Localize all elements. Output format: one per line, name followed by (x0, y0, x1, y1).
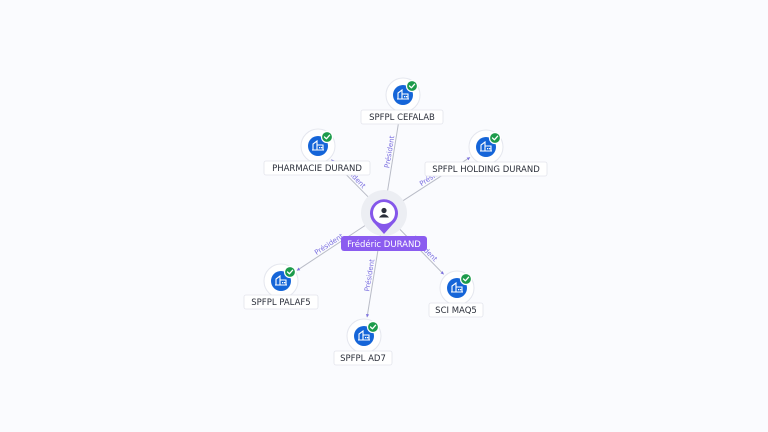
entity-label-text: SPFPL AD7 (340, 354, 386, 364)
edge-label-ad7: Président (363, 258, 376, 292)
verified-check-icon (459, 272, 473, 286)
entity-label-text: SCI MAQ5 (435, 306, 477, 316)
entity-node-pharmacie[interactable]: PHARMACIE DURAND (263, 128, 371, 176)
entity-label-holding: SPFPL HOLDING DURAND (424, 161, 548, 177)
entity-label-text: SPFPL HOLDING DURAND (432, 165, 540, 175)
entity-label-palaf5: SPFPL PALAF5 (243, 294, 319, 310)
entity-label-pharmacie: PHARMACIE DURAND (263, 160, 371, 176)
verified-check-icon (405, 79, 419, 93)
building-icon (312, 139, 324, 151)
edge-arrow-maq5 (440, 271, 444, 275)
entity-label-maq5: SCI MAQ5 (428, 302, 484, 318)
center-person-name: Frédéric DURAND (347, 239, 421, 250)
verified-check-icon (488, 131, 502, 145)
edge-arrow-holding (466, 157, 471, 161)
center-person-node[interactable]: Frédéric DURAND (341, 190, 427, 251)
edge-label-palaf5: Président (313, 232, 345, 257)
entity-label-text: PHARMACIE DURAND (272, 164, 362, 174)
entity-node-palaf5[interactable]: SPFPL PALAF5 (243, 263, 319, 310)
edge-arrow-ad7 (365, 314, 370, 318)
verified-check-icon (366, 320, 380, 334)
building-icon (480, 140, 492, 152)
edge-cefalab (387, 113, 401, 192)
entity-node-ad7[interactable]: SPFPL AD7 (333, 318, 393, 366)
entity-label-ad7: SPFPL AD7 (333, 350, 393, 366)
entity-node-maq5[interactable]: SCI MAQ5 (428, 270, 484, 318)
entity-nodes: SPFPL CEFALAB PHARMACIE DURAND SPFPL HOLDI… (243, 77, 548, 366)
entity-label-cefalab: SPFPL CEFALAB (360, 109, 444, 125)
building-icon (275, 274, 287, 286)
entity-node-holding[interactable]: SPFPL HOLDING DURAND (424, 129, 548, 177)
person-icon (379, 207, 389, 218)
edge-palaf5 (296, 224, 366, 271)
entity-node-cefalab[interactable]: SPFPL CEFALAB (360, 77, 444, 125)
verified-check-icon (283, 265, 297, 279)
entity-label-text: SPFPL PALAF5 (251, 298, 310, 308)
center-person-label: Frédéric DURAND (341, 236, 427, 251)
edge-label-cefalab: Président (383, 135, 396, 169)
building-icon (451, 281, 463, 293)
edge-arrow-palaf5 (296, 267, 301, 271)
entity-label-text: SPFPL CEFALAB (369, 113, 435, 123)
verified-check-icon (320, 130, 334, 144)
building-icon (397, 88, 409, 100)
building-icon (358, 329, 370, 341)
